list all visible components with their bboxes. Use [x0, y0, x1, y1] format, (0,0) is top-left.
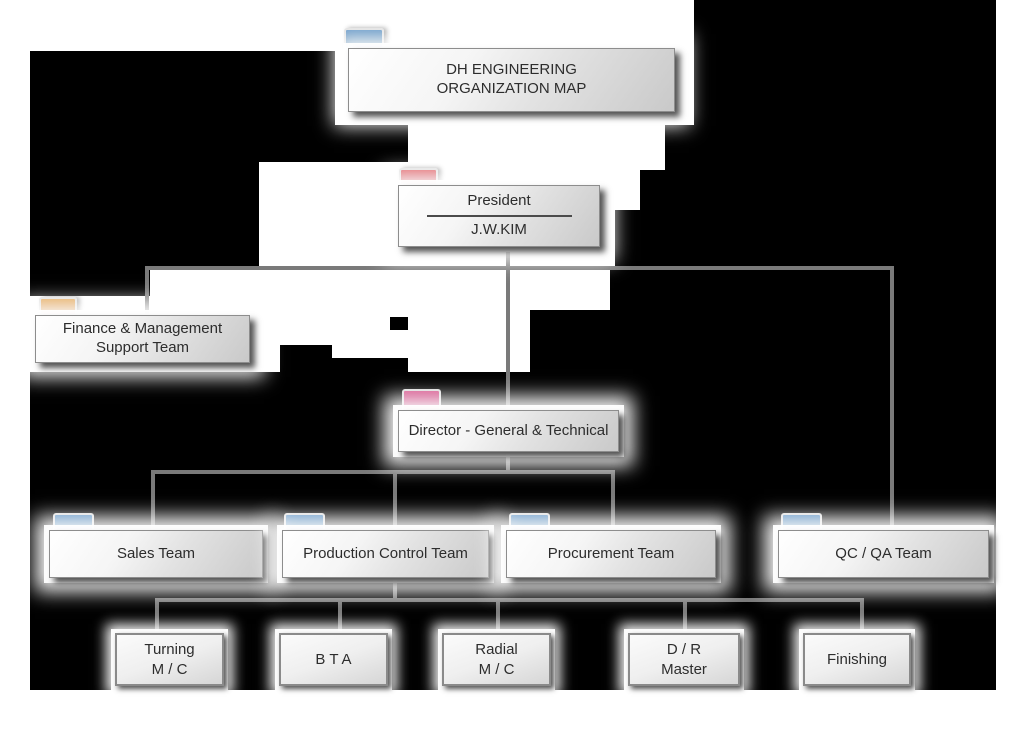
mask-block — [665, 125, 996, 170]
mask-block — [615, 210, 996, 267]
org-node-procurement: Procurement Team — [506, 530, 716, 578]
mask-block — [280, 345, 332, 372]
connector-radial-drop — [496, 598, 500, 635]
org-node-title: DH ENGINEERING ORGANIZATION MAP — [348, 48, 675, 112]
org-node-director: Director - General & Technical — [398, 410, 619, 452]
org-node-bta: B T A — [279, 633, 388, 686]
president-name: J.W.KIM — [471, 221, 527, 238]
org-node-drmaster: D / R Master — [628, 633, 740, 686]
mask-block — [640, 170, 996, 210]
connector-sales-drop — [151, 470, 155, 530]
bta-line1: B T A — [315, 650, 352, 668]
org-node-production: Production Control Team — [282, 530, 489, 578]
connector-director-drop — [506, 450, 510, 474]
president-divider — [426, 215, 572, 217]
radial-line1: Radial — [475, 641, 518, 658]
connector-bta-drop — [338, 598, 342, 635]
connector-qcqa-drop — [890, 266, 894, 530]
turning-line2: M / C — [151, 660, 188, 678]
radial-line2: M / C — [478, 660, 515, 678]
connector-finishing-drop — [860, 598, 864, 635]
connector-president-director — [506, 247, 510, 410]
qcqa-label: QC / QA Team — [835, 544, 932, 562]
finishing-line1: Finishing — [826, 650, 888, 668]
org-node-radial: Radial M / C — [442, 633, 551, 686]
mask-block — [610, 267, 996, 310]
drmaster-line2: Master — [661, 660, 707, 678]
connector-finance-drop — [145, 266, 149, 315]
mask-block — [332, 358, 408, 372]
finance-line2: Support Team — [95, 339, 190, 356]
finance-line1: Finance & Management — [62, 320, 223, 338]
procurement-label: Procurement Team — [547, 544, 675, 562]
mask-block — [30, 51, 335, 125]
production-label: Production Control Team — [303, 544, 468, 562]
org-node-qcqa: QC / QA Team — [778, 530, 989, 578]
president-role: President — [467, 192, 531, 210]
drmaster-line1: D / R — [666, 641, 702, 658]
mask-block — [30, 125, 408, 162]
mask-block — [30, 267, 150, 296]
mask-block — [390, 317, 408, 330]
director-label: Director - General & Technical — [408, 421, 609, 439]
title-line2: ORGANIZATION MAP — [436, 80, 587, 97]
org-node-president: President J.W.KIM — [398, 185, 600, 247]
connector-procurement-drop — [611, 470, 615, 530]
connector-drmaster-drop — [683, 598, 687, 635]
org-node-sales: Sales Team — [49, 530, 263, 578]
connector-production-feed — [393, 576, 397, 602]
org-node-turning: Turning M / C — [115, 633, 224, 686]
connector-level3-horizontal — [155, 598, 864, 602]
connector-level2-horizontal — [151, 470, 615, 474]
connector-turning-drop — [155, 598, 159, 635]
turning-line1: Turning — [144, 641, 195, 658]
mask-block — [30, 162, 259, 267]
title-line1: DH ENGINEERING — [446, 61, 577, 79]
org-node-finishing: Finishing — [803, 633, 911, 686]
sales-label: Sales Team — [116, 544, 196, 562]
org-node-finance: Finance & Management Support Team — [35, 315, 250, 363]
connector-production-drop — [393, 470, 397, 530]
mask-block — [694, 0, 996, 125]
connector-level1-horizontal — [149, 266, 894, 270]
